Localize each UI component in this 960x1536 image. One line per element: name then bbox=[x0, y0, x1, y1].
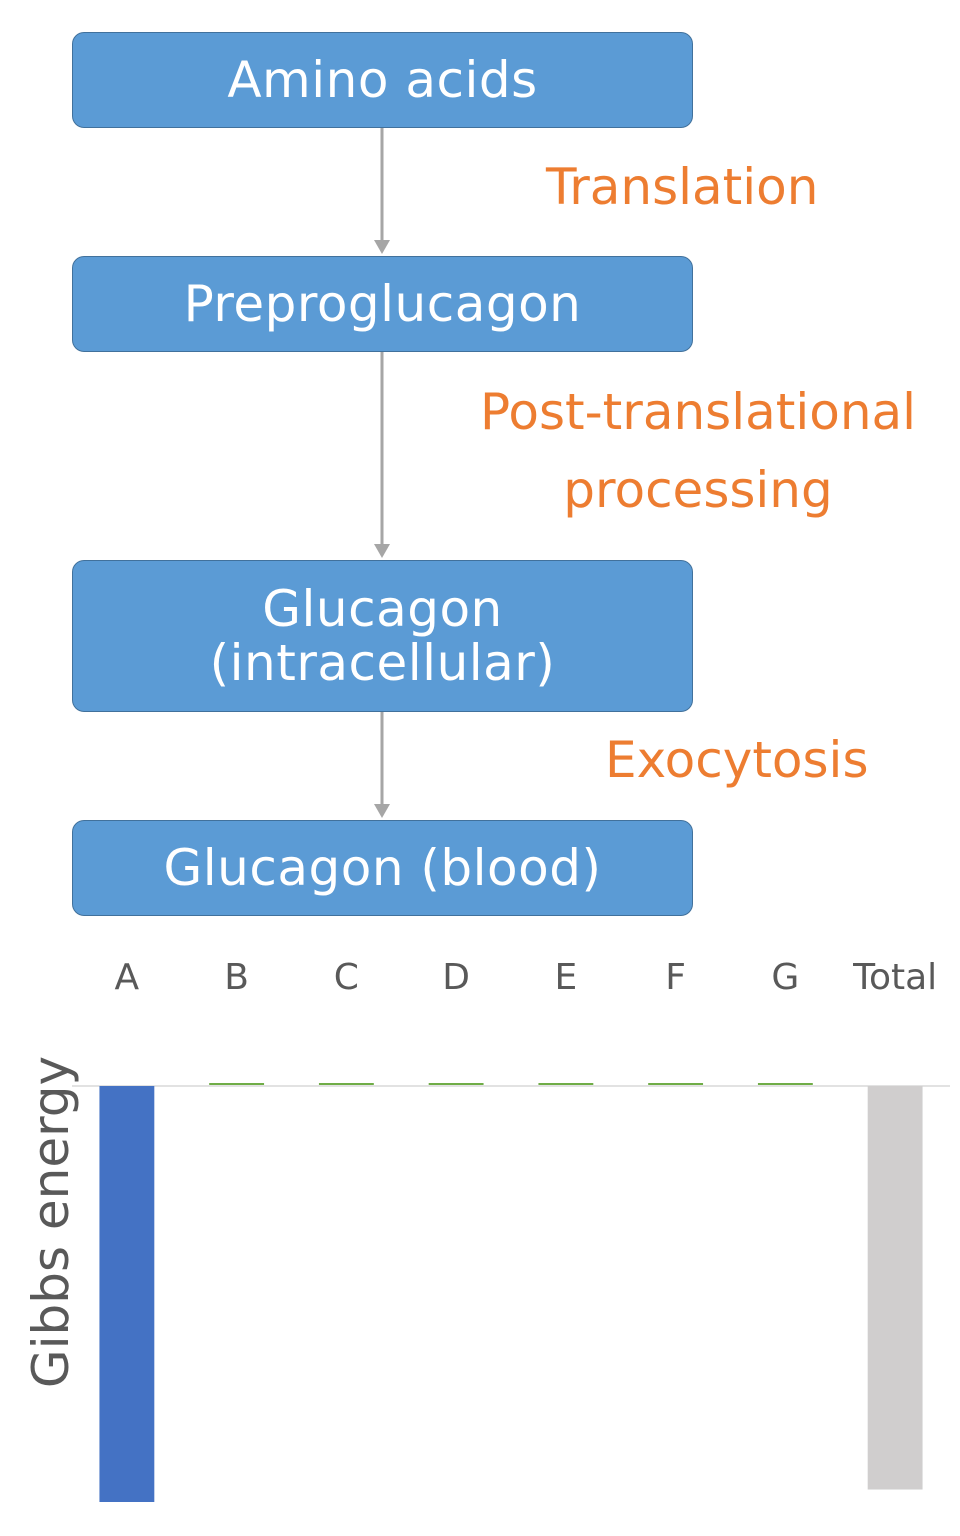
bar-c bbox=[318, 1083, 374, 1085]
bars-layer bbox=[72, 1083, 950, 1502]
bar-a bbox=[99, 1086, 155, 1502]
step-exocytosis: Exocytosis bbox=[605, 731, 869, 789]
category-label-c: C bbox=[334, 957, 359, 998]
category-label-e: E bbox=[555, 957, 578, 998]
node-preproglucagon: Preproglucagon bbox=[72, 256, 693, 352]
arrow-exocytosis bbox=[374, 712, 390, 818]
category-label-total: Total bbox=[852, 957, 937, 998]
bar-e bbox=[538, 1083, 594, 1085]
bar-g bbox=[757, 1083, 813, 1085]
category-label-d: D bbox=[442, 957, 470, 998]
category-label-a: A bbox=[115, 957, 140, 998]
step-post-translational-processing: Post-translational processing bbox=[480, 383, 917, 519]
bar-total bbox=[867, 1086, 923, 1490]
node-label: Glucagon (blood) bbox=[163, 839, 602, 897]
category-labels: A B C D E F G Total bbox=[115, 957, 938, 998]
node-glucagon-blood: Glucagon (blood) bbox=[72, 820, 693, 916]
y-axis-label: Gibbs energy bbox=[22, 1056, 80, 1388]
category-label-g: G bbox=[771, 957, 799, 998]
bar-f bbox=[648, 1083, 704, 1085]
node-label: Preproglucagon bbox=[183, 275, 582, 333]
bar-d bbox=[428, 1083, 484, 1085]
node-label: Amino acids bbox=[227, 51, 538, 109]
arrow-post-translational bbox=[374, 352, 390, 558]
step-translation: Translation bbox=[546, 158, 819, 216]
node-label: Glucagon bbox=[262, 580, 503, 638]
node-label: (intracellular) bbox=[209, 634, 556, 692]
category-label-b: B bbox=[224, 957, 249, 998]
bar-b bbox=[209, 1083, 265, 1085]
node-glucagon-intracellular: Glucagon (intracellular) bbox=[72, 560, 693, 712]
category-label-f: F bbox=[665, 957, 686, 998]
node-amino-acids: Amino acids bbox=[72, 32, 693, 128]
gibbs-energy-chart: A B C D E F G Total Gibbs energy bbox=[22, 957, 950, 1502]
arrow-translation bbox=[374, 128, 390, 254]
